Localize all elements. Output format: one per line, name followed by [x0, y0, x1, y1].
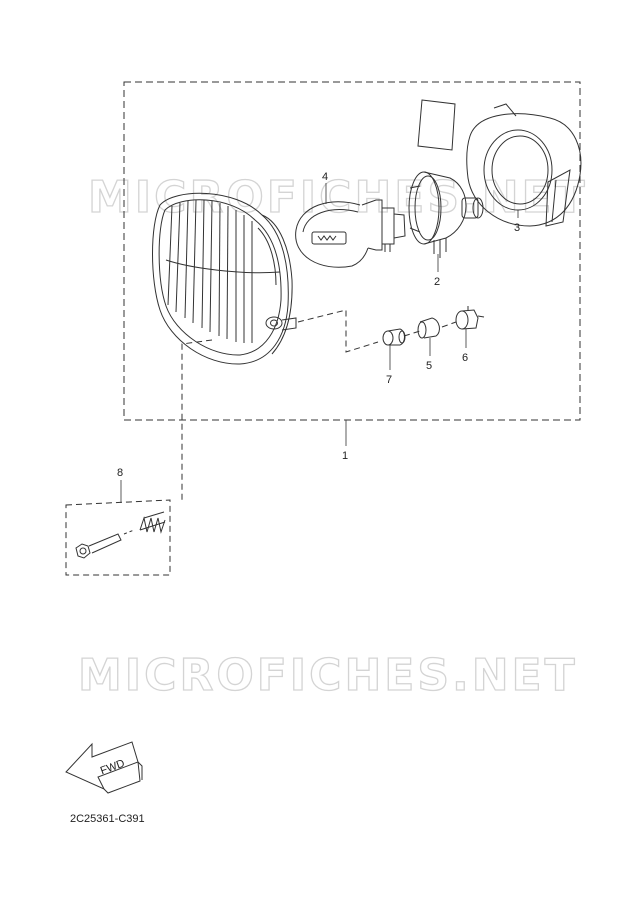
alignment-lines	[181, 309, 457, 500]
grommet-part-7	[382, 328, 406, 346]
callout-5: 5	[426, 360, 432, 372]
watermark-bottom: MICROFICHES.NET	[78, 650, 578, 701]
callout-2: 2	[434, 276, 440, 288]
socket-part-6	[455, 306, 485, 330]
bulb-part-4	[295, 199, 406, 268]
leader-lines	[120, 183, 519, 503]
bolt-part-8	[75, 529, 135, 559]
callout-4: 4	[322, 171, 328, 183]
callout-8: 8	[117, 467, 123, 479]
callout-7: 7	[386, 374, 392, 386]
callout-6: 6	[462, 352, 468, 364]
label-sheet	[417, 99, 456, 151]
assembly-frame	[123, 81, 581, 421]
bolt-kit-frame	[65, 499, 171, 576]
lamp-part-5	[417, 317, 440, 339]
callout-1: 1	[342, 450, 348, 462]
headlight-unit	[152, 192, 297, 365]
callouts: 1 2 3 4 5 6 7 8	[117, 171, 520, 479]
callout-3: 3	[514, 222, 520, 234]
fwd-arrow-icon: FWD	[65, 741, 143, 794]
socket-part-2	[408, 171, 484, 258]
spring-part-8	[139, 511, 166, 534]
watermark-top: MICROFICHES.NET	[88, 172, 588, 223]
diagram-code: 2C25361-C391	[70, 813, 145, 825]
